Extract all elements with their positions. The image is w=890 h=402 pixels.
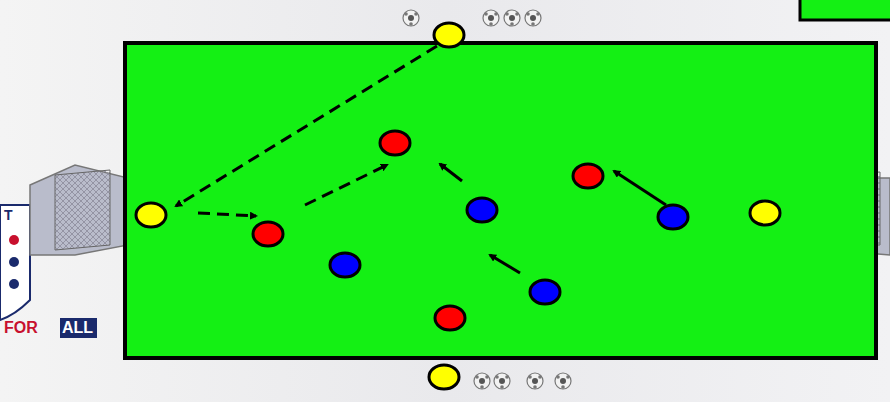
corner-box bbox=[800, 0, 890, 20]
logo-text: FOR bbox=[4, 320, 38, 336]
run-arrows bbox=[440, 164, 666, 273]
logo-letter: T bbox=[4, 208, 13, 222]
logo-text: ALL bbox=[62, 320, 93, 336]
pitch bbox=[125, 43, 876, 358]
left-goal bbox=[30, 165, 128, 255]
balls bbox=[403, 10, 571, 389]
players bbox=[136, 23, 780, 389]
pass-arrows bbox=[176, 46, 437, 216]
